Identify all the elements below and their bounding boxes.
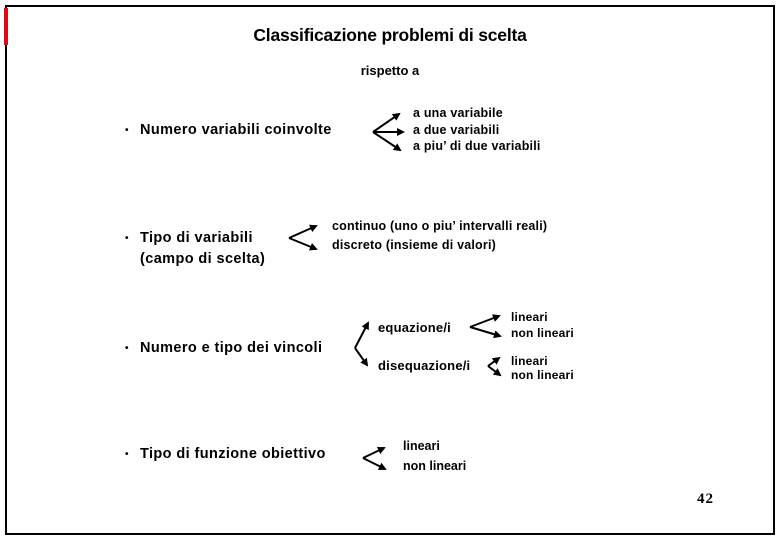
branch-label-discreto: discreto (insieme di valori) bbox=[332, 238, 496, 252]
bullet-item-funzione-obiettivo: • Tipo di funzione obiettivo bbox=[125, 446, 326, 463]
bullet-item-numero-variabili: • Numero variabili coinvolte bbox=[125, 122, 332, 139]
red-accent-bar bbox=[4, 8, 8, 45]
page-number: 42 bbox=[697, 491, 714, 507]
bullet-dot: • bbox=[125, 343, 129, 354]
bullet-label: Tipo di funzione obiettivo bbox=[140, 446, 326, 462]
branch-label-equazione: equazione/i bbox=[378, 320, 451, 335]
slide-subtitle: rispetto a bbox=[360, 63, 420, 78]
slide-title: Classificazione problemi di scelta bbox=[253, 25, 527, 45]
branch-label-due-variabili: a due variabili bbox=[413, 123, 500, 137]
bullet-label: Numero e tipo dei vincoli bbox=[140, 340, 323, 356]
bullet-dot: • bbox=[125, 233, 129, 244]
branch-label-piu-di-due-variabili: a piu’ di due variabili bbox=[413, 139, 541, 153]
bullet-item-tipo-variabili: • Tipo di variabili bbox=[125, 230, 253, 247]
leaf-label-non-lineari: non lineari bbox=[511, 368, 574, 382]
leaf-label-lineari: lineari bbox=[511, 310, 548, 324]
branch-label-non-lineari: non lineari bbox=[403, 459, 467, 473]
bullet-label: Tipo di variabili bbox=[140, 230, 253, 246]
branch-label-lineari: lineari bbox=[403, 439, 440, 453]
branch-label-disequazione: disequazione/i bbox=[378, 358, 471, 373]
bullet-dot: • bbox=[125, 125, 129, 136]
bullet-item-numero-tipo-vincoli: • Numero e tipo dei vincoli bbox=[125, 340, 322, 357]
bullet-label: Numero variabili coinvolte bbox=[140, 122, 332, 138]
bullet-label-line2: (campo di scelta) bbox=[140, 251, 266, 267]
slide-border-frame bbox=[5, 5, 775, 535]
branch-label-continuo: continuo (uno o piu’ intervalli reali) bbox=[332, 219, 548, 233]
branch-label-una-variabile: a una variabile bbox=[413, 106, 503, 120]
leaf-label-non-lineari: non lineari bbox=[511, 326, 574, 340]
bullet-dot: • bbox=[125, 449, 129, 460]
leaf-label-lineari: lineari bbox=[511, 354, 548, 368]
